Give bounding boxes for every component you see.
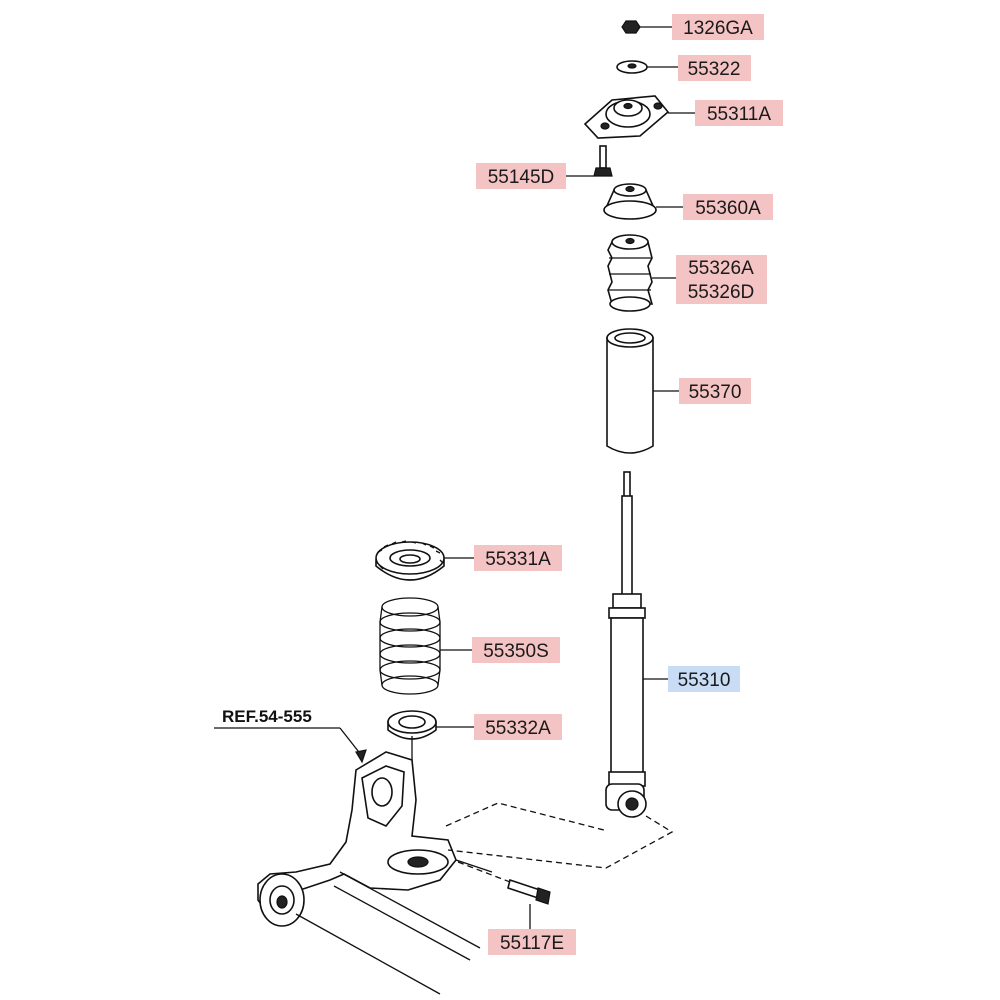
- label-highlight: [678, 55, 751, 81]
- dust-cover-55370-drawing: [606, 328, 654, 454]
- part-number-text: 55360A: [695, 198, 761, 219]
- part-number-text: 55117E: [500, 933, 564, 954]
- part-number-text: 55370: [689, 382, 742, 403]
- part-number-text: 1326GA: [683, 18, 753, 39]
- part-label-55331A[interactable]: 55331A: [474, 545, 562, 571]
- label-highlight: [695, 100, 783, 126]
- part-number-text: 55326A: [688, 258, 754, 279]
- part-label-1326GA[interactable]: 1326GA: [672, 14, 764, 40]
- ref-label-text: REF.54-555: [222, 707, 312, 726]
- mount-bracket-55311A-drawing: [583, 95, 670, 139]
- label-highlight: [683, 194, 773, 220]
- part-number-text: 55326D: [688, 282, 755, 303]
- coil-spring-55350S-drawing: [379, 597, 441, 695]
- part-label-55350S[interactable]: 55350S: [472, 637, 560, 663]
- bolt-55145D-drawing: [593, 145, 613, 177]
- part-label-55310[interactable]: 55310: [668, 666, 740, 692]
- bolt-55117E-drawing: [457, 861, 551, 905]
- label-highlight: [672, 14, 764, 40]
- part-label-55322[interactable]: 55322: [678, 55, 751, 81]
- trailing-arm-drawing: [257, 751, 493, 995]
- label-highlight: [476, 163, 566, 189]
- part-number-text: 55350S: [483, 641, 549, 662]
- label-highlight: [679, 378, 751, 404]
- part-label-55332A[interactable]: 55332A: [474, 714, 562, 740]
- insulator-55360A-drawing: [603, 183, 657, 220]
- label-highlight-selected: [668, 666, 740, 692]
- part-label-55360A[interactable]: 55360A: [683, 194, 773, 220]
- part-number-text: 55322: [688, 59, 741, 80]
- nut-1326GA-drawing: [621, 20, 641, 34]
- label-highlight: [472, 637, 560, 663]
- bump-stopper-55326-drawing: [607, 234, 654, 312]
- part-label-55117E[interactable]: 55117E: [488, 929, 576, 955]
- part-number-text: 55145D: [488, 167, 555, 188]
- label-highlight: [676, 255, 767, 280]
- part-label-55326A[interactable]: 55326A: [676, 255, 767, 280]
- assembly-dashed-line: [445, 802, 674, 869]
- label-highlight: [474, 714, 562, 740]
- shock-absorber-55310-drawing: [605, 471, 647, 818]
- leader-lines: [214, 26, 695, 930]
- label-highlight: [474, 545, 562, 571]
- washer-55322-drawing: [616, 60, 648, 74]
- part-number-text: 55331A: [485, 549, 551, 570]
- spring-seat-55331A-drawing: [375, 540, 445, 581]
- spring-pad-55332A-drawing: [387, 710, 437, 740]
- part-number-text: 55332A: [485, 718, 551, 739]
- part-number-text: 55310: [678, 670, 731, 691]
- part-label-55370[interactable]: 55370: [679, 378, 751, 404]
- part-label-55311A[interactable]: 55311A: [695, 100, 783, 126]
- label-highlight: [676, 280, 767, 304]
- part-label-55326D[interactable]: 55326D: [676, 280, 767, 304]
- ref-label-54-555[interactable]: REF.54-555: [222, 707, 312, 726]
- label-highlight: [488, 929, 576, 955]
- part-number-text: 55311A: [707, 104, 771, 125]
- part-label-55145D[interactable]: 55145D: [476, 163, 566, 189]
